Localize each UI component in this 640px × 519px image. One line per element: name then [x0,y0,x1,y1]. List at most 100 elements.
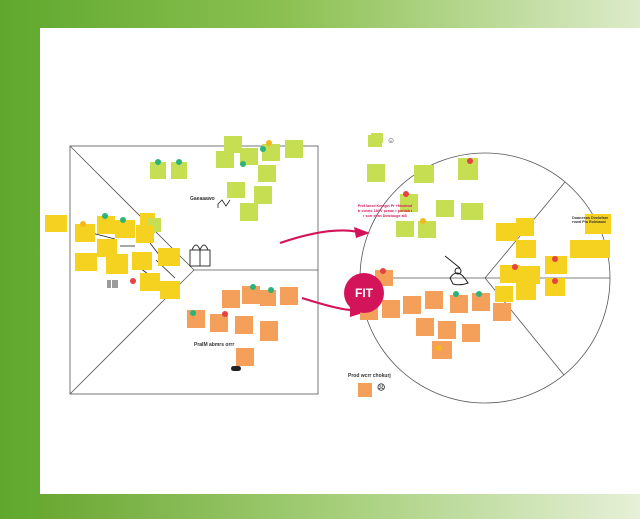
status-badge [436,345,442,351]
sticky-note [236,348,254,366]
status-badge [476,291,482,297]
legend-gain-square [368,135,382,147]
status-badge [420,218,426,224]
sticky-note [403,296,421,314]
sticky-note [516,283,536,300]
status-badge [552,256,558,262]
segment-label: Prod wcrr chokurj [348,373,391,379]
sticky-note [495,286,513,302]
status-badge [102,213,108,219]
sticky-note [458,158,478,180]
status-badge [80,221,86,227]
sticky-note [280,287,298,305]
sticky-note [260,290,276,306]
sticky-note [216,151,234,168]
sticky-note [545,278,565,296]
gain-fit-arrowhead [354,227,370,238]
sticky-note [450,295,468,313]
connector-arrow [91,232,116,240]
sticky-note [224,136,242,153]
sticky-note [382,300,400,318]
status-badge [512,264,518,270]
status-badge [250,284,256,290]
sticky-note [140,273,160,291]
fit-statement: Prof.Ioned Kemgin Pr +Monlesd tr conrtc … [357,204,413,218]
sticky-note [436,200,454,217]
sticky-note [545,256,567,274]
status-badge [222,311,228,317]
sticky-note [258,165,276,182]
sticky-note [416,318,434,336]
sticky-note [570,240,592,258]
sticky-note [438,321,456,339]
barcode-icon [107,280,118,288]
sticky-note [75,224,95,242]
sticky-note [425,291,443,309]
sticky-note [496,223,518,241]
pain-relievers-label: PraIM abmrs orrr [194,342,235,348]
status-badge [453,291,459,297]
sticky-note [432,341,452,359]
sticky-note [493,303,511,321]
sticky-note [115,220,135,238]
status-badge [266,140,272,146]
sticky-note [97,216,115,234]
sticky-note [516,218,534,236]
status-badge [403,191,409,197]
status-badge [552,278,558,284]
sticky-note [462,324,480,342]
status-badge [190,310,196,316]
status-badge [240,161,246,167]
sticky-note [260,321,278,341]
sticky-note [590,240,610,258]
gain-fit-arrow [279,229,359,245]
status-badge [130,278,136,284]
sticky-note [210,314,228,332]
sticky-note [285,140,303,158]
sticky-note [472,293,490,311]
sticky-note [240,203,258,221]
sticky-note [150,162,166,179]
sticky-note [516,240,536,258]
sticky-note [520,266,540,284]
customer-jobs-label: Doaneeas Dvclofare rowd Pla Rolniawd [572,216,609,224]
pill-icon [231,366,241,371]
gift-icon [189,244,211,267]
sticky-note [227,182,245,198]
sticky-note [97,239,117,257]
status-badge [467,158,473,164]
sticky-note [262,144,280,161]
sticky-note [171,162,187,179]
sticky-note [242,286,260,304]
sticky-note [75,253,97,271]
sticky-note [160,281,180,299]
status-badge [155,159,161,165]
sticky-note [585,214,611,234]
sticky-note [106,254,128,274]
smile-icon: ☺ [387,136,396,145]
sticky-note [240,148,258,165]
status-badge [268,287,274,293]
sticky-note [414,165,434,183]
sticky-note [400,194,418,212]
fit-badge: FIT [344,273,384,313]
sticky-note [461,203,483,220]
status-badge [120,217,126,223]
frame-bottom-stripe [40,494,640,519]
value-proposition-canvas: ☺ ☹ Gaeaaawo PraIM abmrs orrr Prod wcrr … [40,28,640,494]
pain-fit-arrow [301,296,353,312]
sticky-note [222,290,240,308]
legend-pain-square [358,383,372,397]
person-icon [444,255,469,286]
status-badge [260,146,266,152]
chart-icon [217,199,231,208]
sticky-note [254,186,272,204]
status-badge [176,159,182,165]
sticky-note [158,248,180,266]
gain-creators-label: Gaeaaawo [190,196,215,202]
sticky-note [45,215,67,232]
frown-icon: ☹ [377,383,386,392]
status-badge [380,268,386,274]
sticky-note [132,252,152,270]
sticky-note [418,221,436,238]
